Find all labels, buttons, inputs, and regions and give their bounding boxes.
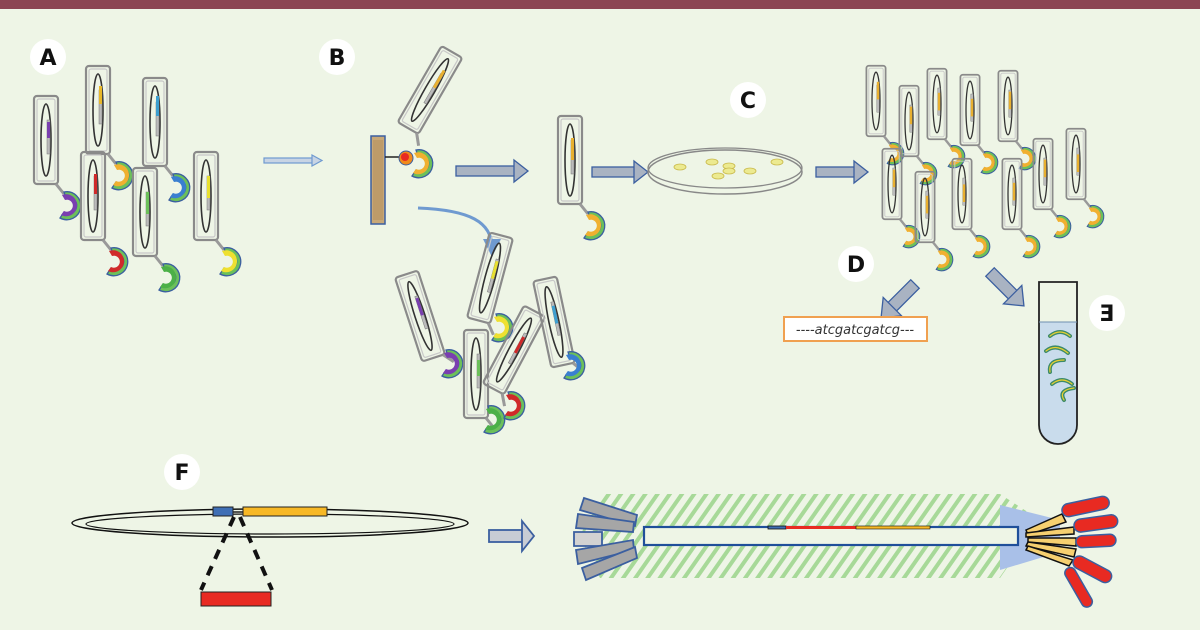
arrow-wash: [417, 206, 501, 257]
phage-purple: [32, 94, 82, 221]
arrow-b-to-selected: [455, 158, 530, 184]
phage-blue: [141, 76, 191, 203]
svg-text:F: F: [174, 461, 189, 486]
svg-text:C: C: [740, 89, 756, 114]
phage-orange: [84, 64, 134, 191]
petri-dish: [647, 147, 803, 195]
selected-phage: [556, 114, 606, 241]
soluble-antibodies: [1044, 330, 1076, 402]
arrow-selected-to-plate: [591, 159, 650, 185]
label-e: E: [1089, 295, 1125, 331]
phage-library: [32, 64, 242, 293]
displayed-antibody-fragments: [1024, 513, 1077, 567]
header-bar: [0, 0, 1200, 9]
test-tube: [1038, 281, 1078, 445]
sequence-text: ----atcgatcgatcg---: [796, 323, 915, 338]
phage-particle: [573, 494, 1119, 608]
sequence-box: ----atcgatcgatcg---: [783, 316, 928, 342]
arrow-f: [488, 518, 536, 554]
antibody-heads: [1061, 495, 1119, 608]
phagemid-plasmid: [71, 506, 469, 607]
label-d: D: [838, 246, 874, 282]
unbound-phages: [393, 230, 586, 435]
colonies: [673, 158, 784, 180]
label-f: F: [164, 454, 200, 490]
svg-text:E: E: [1099, 302, 1114, 327]
arrow-to-production: [984, 266, 1025, 307]
antigen-surface: [370, 135, 414, 225]
label-c: C: [730, 82, 766, 118]
minor-coat-proteins-left: [573, 496, 639, 582]
svg-text:B: B: [329, 46, 346, 71]
phage-yellow: [192, 150, 242, 277]
phage-red: [79, 150, 129, 277]
svg-text:D: D: [847, 253, 865, 278]
label-a: A: [30, 39, 66, 75]
svg-text:A: A: [39, 46, 56, 71]
label-b: B: [319, 39, 355, 75]
arrow-plate-to-amplified: [815, 159, 870, 185]
arrow-a-to-b: [263, 153, 324, 168]
bound-phage: [391, 44, 470, 148]
phage-green: [131, 166, 181, 293]
amplified-phages: [865, 64, 1105, 272]
